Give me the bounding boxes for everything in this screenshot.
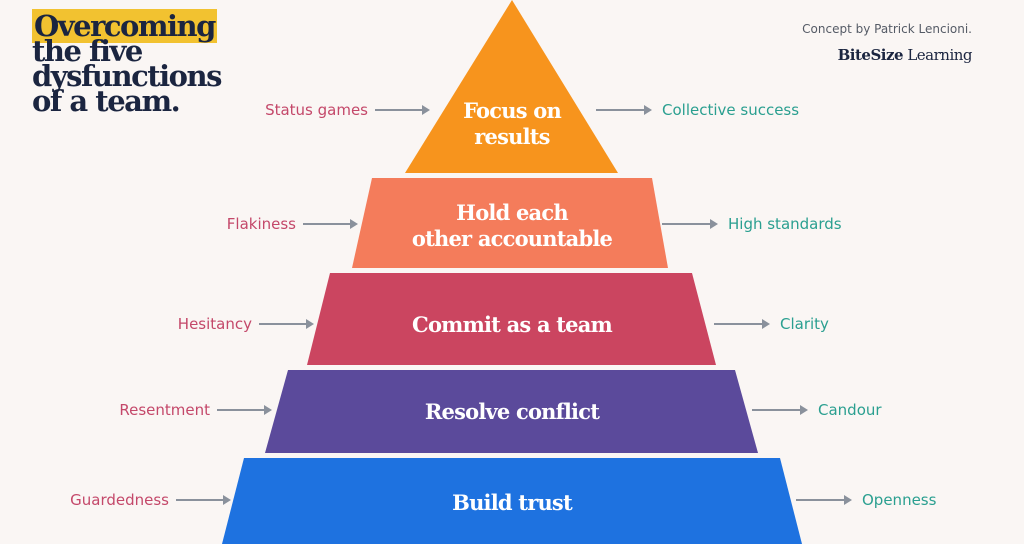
brand-regular: Learning	[907, 46, 972, 64]
outcome-label: Clarity	[780, 315, 829, 333]
dysfunction-label: Resentment	[119, 401, 210, 419]
tier-label: other accountable	[412, 226, 613, 251]
tier-label: Commit as a team	[412, 312, 612, 337]
brand-logo: BiteSize Learning	[837, 46, 973, 64]
attribution: Concept by Patrick Lencioni.	[802, 22, 972, 36]
title-line: of a team.	[32, 84, 181, 118]
page-title: Overcoming the five dysfunctions of a te…	[32, 9, 222, 118]
arrow-icon-head	[350, 219, 358, 229]
arrow-icon-head	[844, 495, 852, 505]
title-line: dysfunctions	[32, 59, 222, 93]
dysfunction-label: Guardedness	[70, 491, 169, 509]
brand-bold: BiteSize	[837, 46, 904, 64]
outcome-label: Collective success	[662, 101, 799, 119]
tier-label: Build trust	[452, 490, 573, 515]
pyramid-tier	[405, 0, 618, 173]
tier-label: Resolve conflict	[425, 399, 600, 424]
dysfunction-label: Status games	[265, 101, 368, 119]
outcome-label: Openness	[862, 491, 937, 509]
outcome-label: High standards	[728, 215, 842, 233]
arrow-icon-head	[422, 105, 430, 115]
pyramid-tier	[222, 458, 802, 544]
tier-label: results	[474, 124, 549, 149]
arrow-icon-head	[800, 405, 808, 415]
pyramid-tier	[352, 178, 668, 268]
dysfunction-label: Hesitancy	[178, 315, 252, 333]
tier-label: Focus on	[463, 98, 561, 123]
outcome-label: Candour	[818, 401, 882, 419]
arrow-icon-head	[710, 219, 718, 229]
arrow-icon-head	[306, 319, 314, 329]
dysfunction-label: Flakiness	[227, 215, 296, 233]
title-highlight: Overcoming	[32, 9, 217, 43]
arrow-icon-head	[644, 105, 652, 115]
pyramid-tier	[265, 370, 758, 453]
pyramid-tier	[307, 273, 716, 365]
arrow-icon-head	[223, 495, 231, 505]
tier-label: Hold each	[456, 200, 568, 225]
title-line: the five	[32, 34, 143, 68]
arrow-icon-head	[762, 319, 770, 329]
arrow-icon-head	[264, 405, 272, 415]
